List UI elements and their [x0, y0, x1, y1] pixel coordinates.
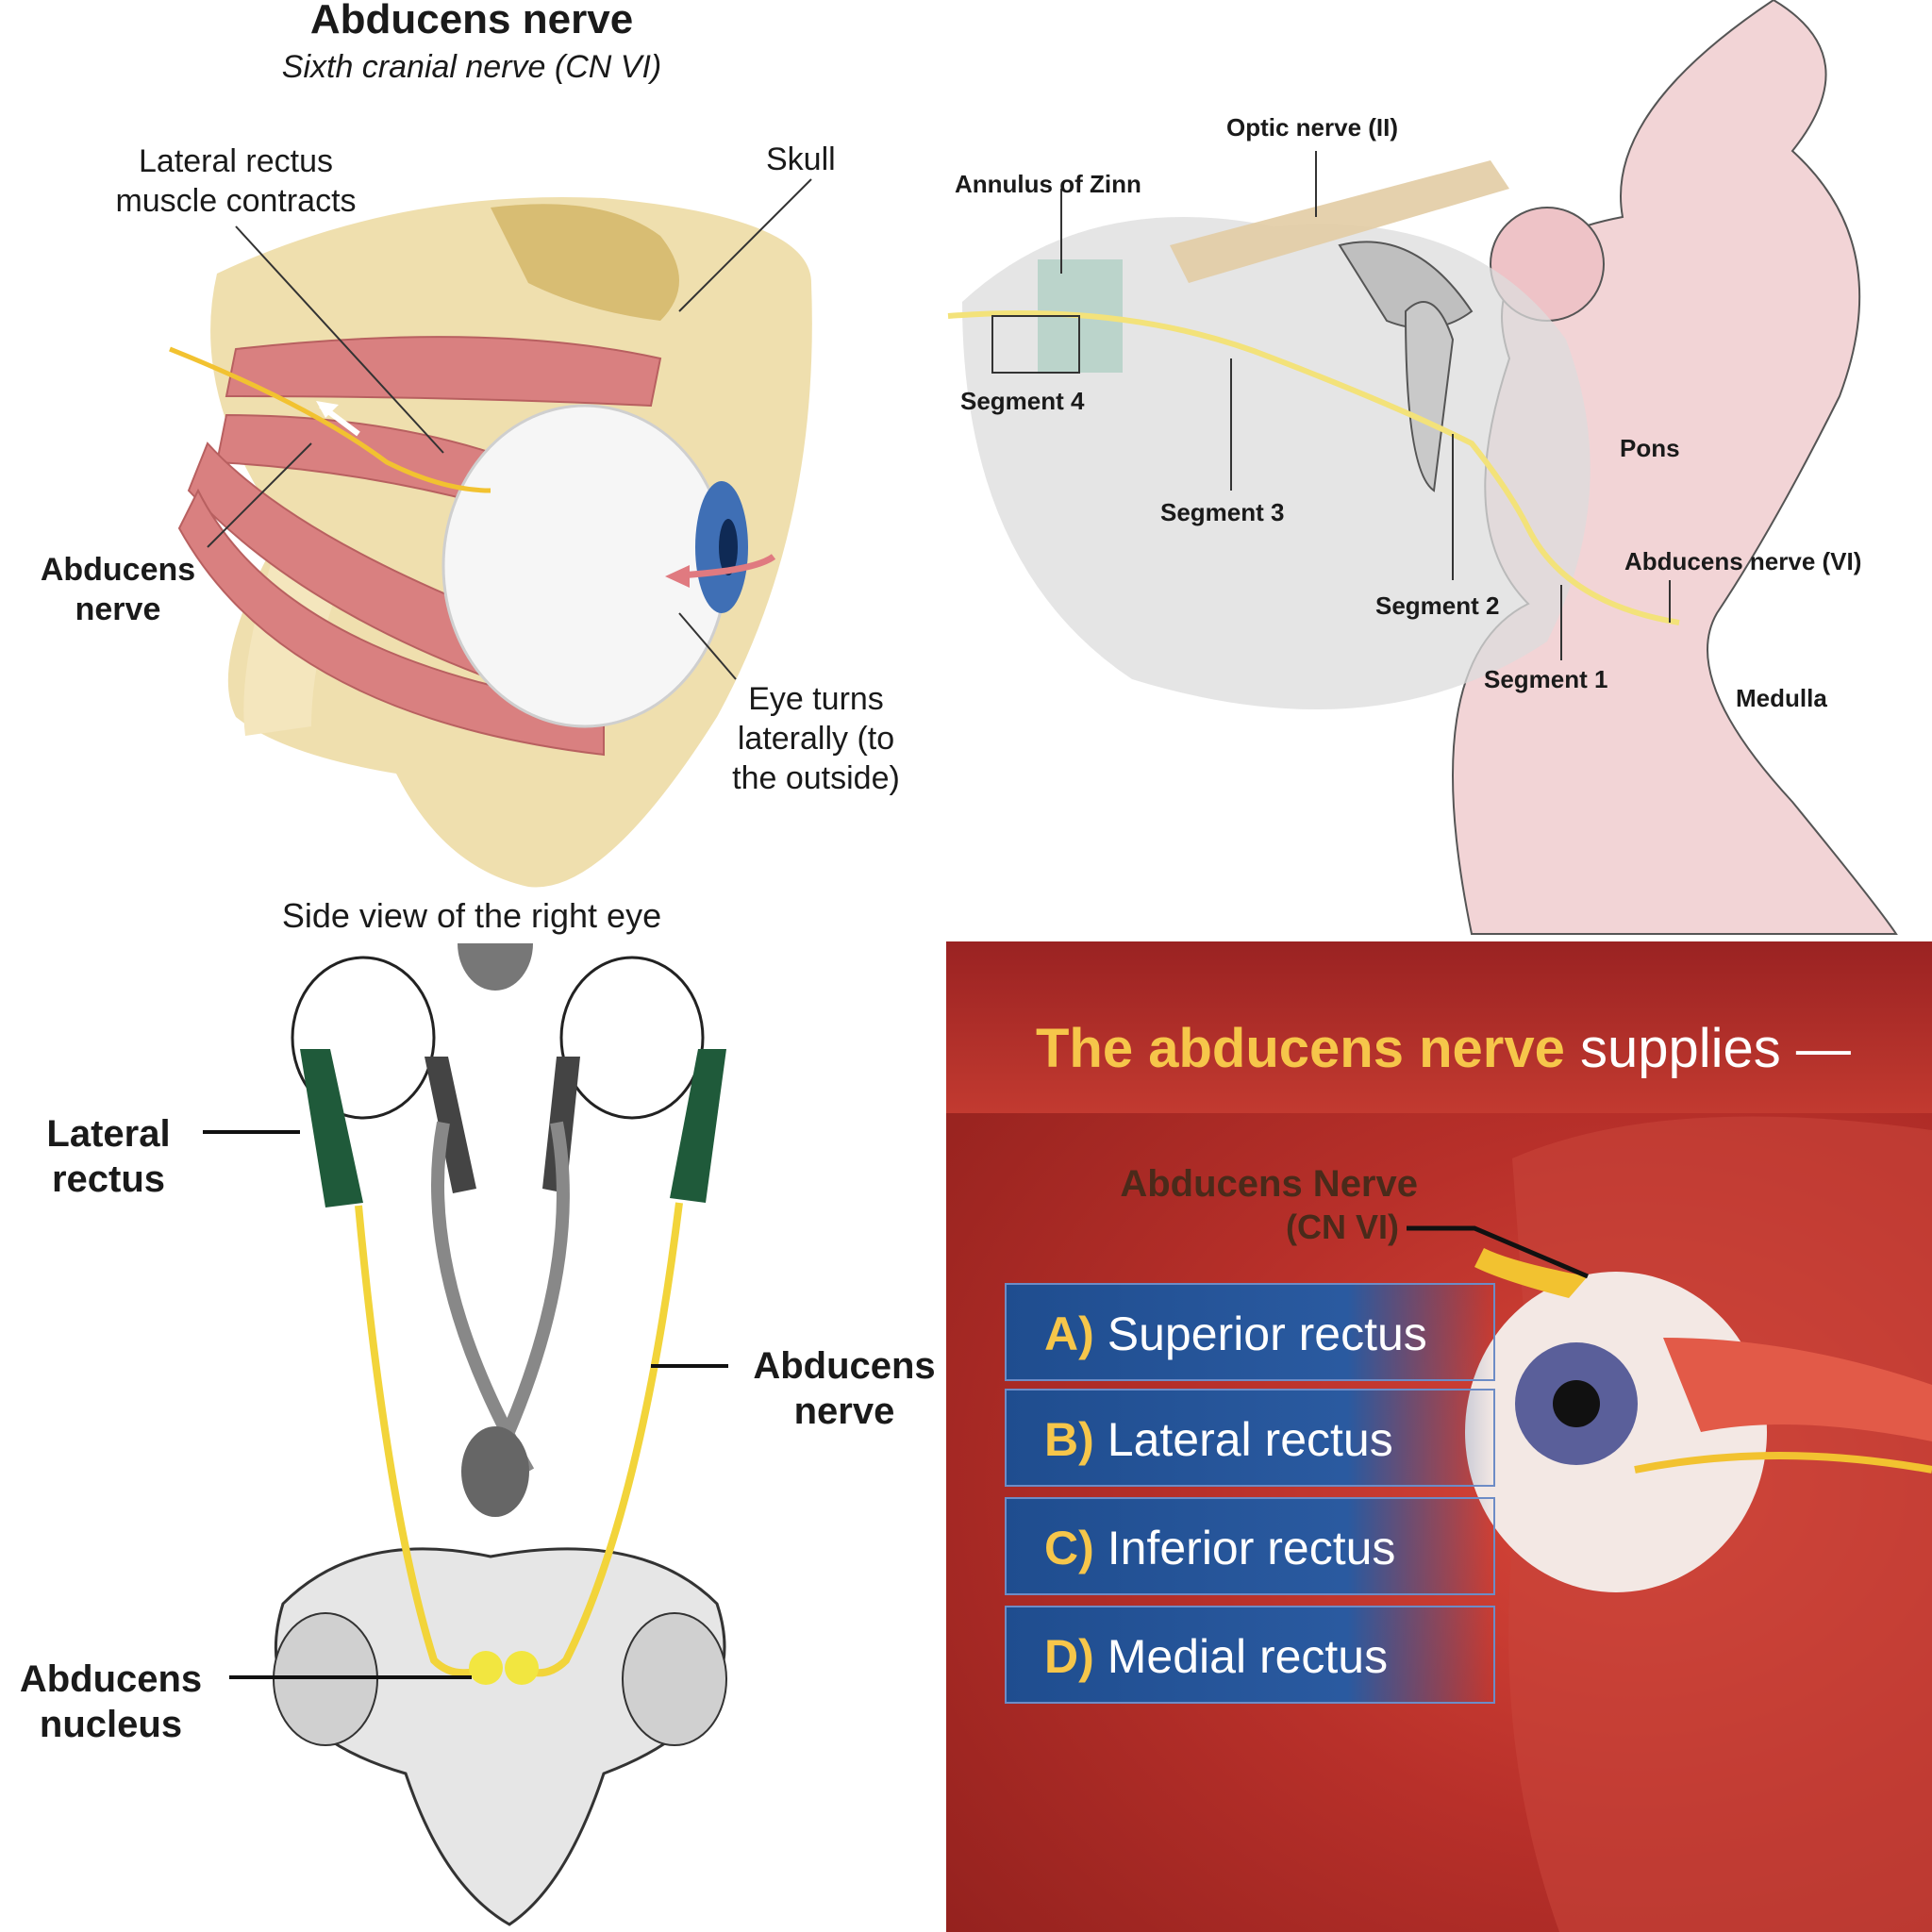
- panel-quiz: The abducens nerve supplies — Abducens N…: [946, 941, 1932, 1932]
- quiz-heading-bold: The abducens nerve: [1036, 1018, 1565, 1079]
- right-lateral-rectus: [670, 1049, 726, 1203]
- option-c[interactable]: C)Inferior rectus: [1005, 1497, 1495, 1595]
- quiz-nerve: [1474, 1248, 1588, 1298]
- option-a[interactable]: A)Superior rectus: [1005, 1283, 1495, 1381]
- right-abducens-nucleus: [505, 1651, 539, 1685]
- lateral-rectus-muscle: [225, 336, 662, 408]
- option-a-text: Superior rectus: [1107, 1307, 1427, 1360]
- right-eyeball: [559, 956, 705, 1120]
- quiz-nerve-label: Abducens Nerve: [1120, 1163, 1418, 1205]
- option-b[interactable]: B)Lateral rectus: [1005, 1389, 1495, 1487]
- abducens-nerve-path: [947, 310, 1680, 625]
- option-d[interactable]: D)Medial rectus: [1005, 1606, 1495, 1704]
- label-optic-nerve: Optic nerve (II): [1226, 113, 1399, 142]
- option-c-text: Inferior rectus: [1107, 1522, 1396, 1574]
- option-a-letter: A): [1044, 1307, 1094, 1360]
- brainstem-diagram-illustration: [203, 943, 728, 1926]
- panel-nerve-segments: Optic nerve (II) Annulus of Zinn Segment…: [943, 0, 1932, 943]
- nerve-segments-illustration: [947, 0, 1898, 935]
- optic-nerve: [1170, 160, 1509, 283]
- label-medulla: Medulla: [1736, 684, 1827, 712]
- option-b-text: Lateral rectus: [1107, 1413, 1393, 1466]
- label-pons: Pons: [1620, 434, 1680, 462]
- eye-orbit-illustration: [1407, 1116, 1932, 1932]
- abducens-nerve-line: [169, 346, 491, 493]
- label-segment-4: Segment 4: [960, 387, 1085, 415]
- quiz-heading-bar: [946, 941, 1932, 1113]
- label-segment-1: Segment 1: [1484, 665, 1608, 693]
- label-abducens-nerve-p3: Abducens nerve: [753, 1345, 936, 1432]
- panel1-subtitle: Sixth cranial nerve (CN VI): [281, 49, 662, 85]
- label-annulus-of-zinn: Annulus of Zinn: [955, 170, 1141, 198]
- label-abducens-nerve-vi: Abducens nerve (VI): [1624, 547, 1862, 575]
- label-lateral-rectus-p3: Lateral rectus: [46, 1113, 171, 1200]
- label-segment-3: Segment 3: [1160, 498, 1285, 526]
- quiz-nerve-leader: [1407, 1225, 1589, 1279]
- option-d-letter: D): [1044, 1630, 1094, 1683]
- caption-side-view: Side view of the right eye: [281, 896, 662, 935]
- left-abducens-nucleus: [469, 1651, 503, 1685]
- panel-eye-side-view: Abducens nerve Sixth cranial nerve (CN V…: [0, 0, 943, 943]
- label-skull: Skull: [766, 142, 836, 177]
- eye-side-view-illustration: [169, 178, 812, 888]
- option-d-text: Medial rectus: [1107, 1630, 1389, 1683]
- quiz-heading: The abducens nerve supplies —: [1036, 1017, 1851, 1080]
- label-abducens-nucleus: Abducens nucleus: [19, 1658, 203, 1745]
- eyeball: [441, 404, 728, 728]
- panel1-title: Abducens nerve: [309, 0, 634, 42]
- brainstem-body: [274, 1547, 726, 1926]
- option-c-letter: C): [1044, 1522, 1094, 1574]
- label-eye-turns: Eye turns laterally (to the outside): [732, 681, 900, 796]
- label-segment-2: Segment 2: [1375, 591, 1500, 620]
- label-abducens-nerve-p1: Abducens nerve: [40, 552, 196, 627]
- left-lateral-rectus: [300, 1049, 363, 1208]
- label-lateral-rectus-contracts: Lateral rectus muscle contracts: [115, 143, 357, 219]
- skull-inner: [491, 204, 679, 321]
- right-abducens-nerve: [522, 1202, 683, 1677]
- panel-brainstem-diagram: Lateral rectus Abducens nerve Abducens n…: [0, 943, 943, 1932]
- rotation-arrow: [678, 554, 776, 579]
- left-abducens-nerve: [355, 1205, 483, 1677]
- quiz-heading-rest: supplies —: [1564, 1018, 1851, 1079]
- quiz-nerve-label-sub: (CN VI): [1286, 1208, 1399, 1246]
- option-b-letter: B): [1044, 1413, 1094, 1466]
